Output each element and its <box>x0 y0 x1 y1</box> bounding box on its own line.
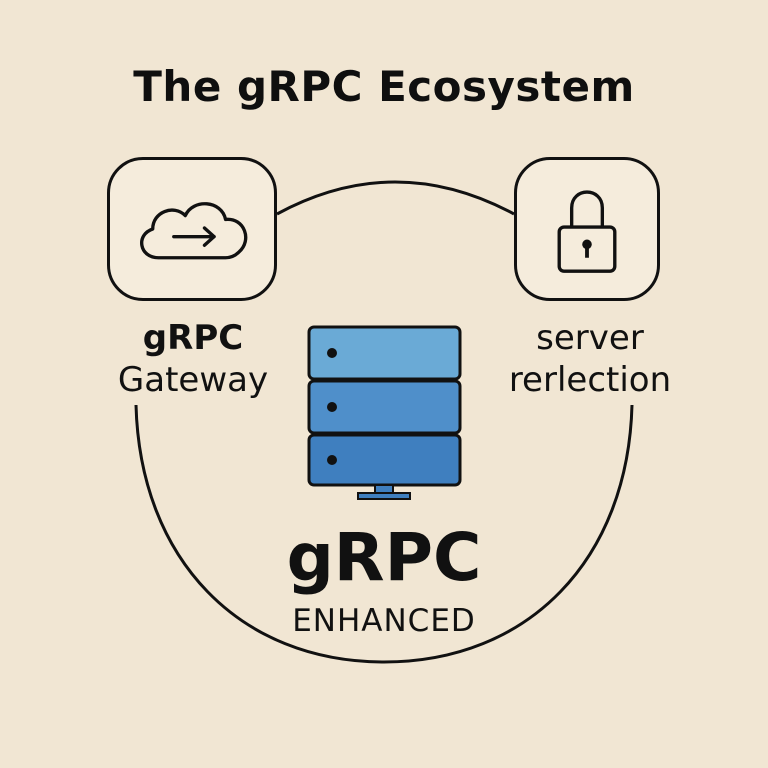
server-unit-middle <box>307 379 462 435</box>
server-unit-top <box>307 325 462 381</box>
bottom-enclosing-arc <box>134 404 634 664</box>
page-title: The gRPC Ecosystem <box>133 62 635 111</box>
reflection-label: server rerlection <box>495 317 685 401</box>
server-led-top <box>327 348 337 358</box>
center-subtitle: ENHANCED <box>292 603 476 639</box>
reflection-icon-box <box>514 157 660 301</box>
top-connector-arc <box>276 180 515 216</box>
server-stand-base <box>357 492 411 500</box>
server-unit-bottom <box>307 433 462 487</box>
center-title: gRPC <box>286 519 482 596</box>
gateway-label: gRPC Gateway <box>98 317 288 401</box>
gateway-label-line2: Gateway <box>117 360 269 400</box>
reflection-label-line2: rerlection <box>508 360 672 400</box>
cloud-arrow-icon <box>140 202 248 260</box>
gateway-icon-box <box>107 157 277 301</box>
padlock-icon <box>557 190 617 273</box>
server-led-bottom <box>327 455 337 465</box>
gateway-label-line1: gRPC <box>142 318 244 358</box>
server-led-middle <box>327 402 337 412</box>
reflection-label-line1: server <box>536 318 644 358</box>
